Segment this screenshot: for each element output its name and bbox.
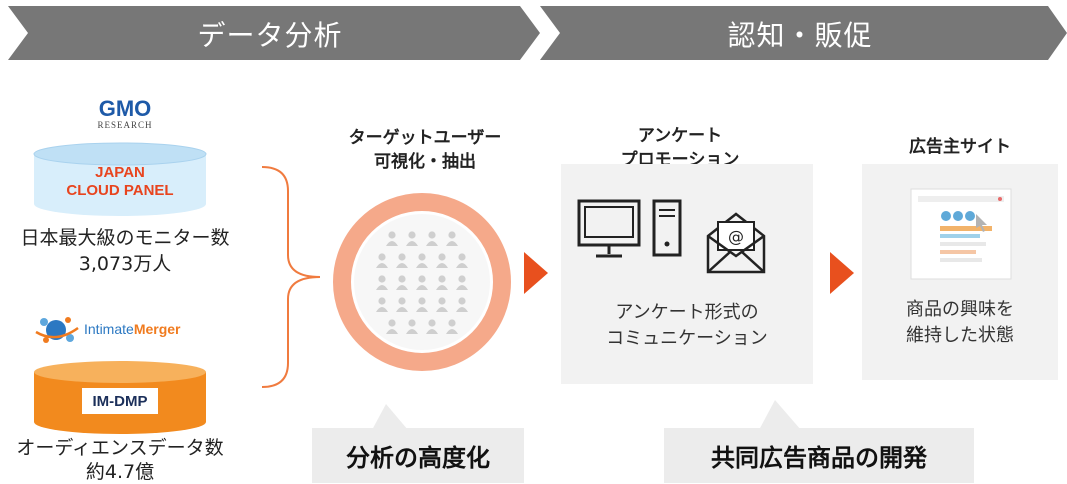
cloud-panel-label: CLOUD PANEL	[66, 182, 174, 199]
flow-arrow-1	[524, 252, 548, 294]
survey-title-line1: アンケート	[637, 126, 723, 146]
intimate-logo-text: Intimate	[84, 321, 134, 337]
curly-brace	[261, 166, 321, 388]
banner-right-label: 認知・販促	[727, 19, 873, 52]
person-icon	[426, 319, 438, 334]
person-icon	[386, 319, 398, 334]
target-step-title: ターゲットユーザー 可視化・抽出	[320, 126, 530, 174]
gmo-logo-text: GMO	[98, 96, 152, 121]
intimate-merger-mark-icon	[35, 317, 79, 343]
person-icon	[386, 231, 398, 246]
im-dmp-cylinder	[34, 361, 206, 434]
banner-left-shape	[8, 6, 540, 60]
advertiser-step-title: 広告主サイト	[909, 137, 1011, 157]
survey-body-line1: アンケート形式の	[615, 302, 759, 323]
callout-right: 共同広告商品の開発	[664, 428, 974, 483]
target-title-line2: 可視化・抽出	[374, 152, 476, 172]
person-icon	[456, 253, 468, 268]
intimate-merger-logo: IntimateMerger	[34, 310, 224, 350]
person-icon	[416, 297, 428, 312]
banner-right-shape	[540, 6, 1067, 60]
gmo-caption-line2: 3,073万人	[78, 253, 172, 275]
person-icon	[436, 275, 448, 290]
website-thumbnail-icon	[910, 188, 1012, 280]
person-icon	[396, 253, 408, 268]
im-dmp-label: IM-DMP	[92, 393, 148, 410]
gmo-research-logo: GMO RESEARCH	[70, 96, 180, 131]
person-icon	[376, 297, 388, 312]
callout-left-pointer	[372, 404, 408, 430]
computer-icon	[577, 199, 682, 258]
survey-step-body: アンケート形式の コミュニケーション	[561, 300, 813, 352]
person-icon	[396, 275, 408, 290]
survey-body-line2: コミュニケーション	[606, 328, 768, 349]
person-icon	[436, 297, 448, 312]
banner-left-label: データ分析	[197, 19, 343, 52]
person-icon	[376, 275, 388, 290]
person-icon	[406, 231, 418, 246]
person-icon	[396, 297, 408, 312]
advertiser-body-line1: 商品の興味を	[906, 299, 1014, 320]
japan-cloud-panel-label: JAPAN CLOUD PANEL	[40, 164, 200, 200]
merger-logo-text: Merger	[133, 321, 181, 337]
mail-icon: @	[706, 212, 766, 274]
gmo-caption-line1: 日本最大級のモニター数	[20, 227, 230, 249]
flow-arrow-2	[830, 252, 854, 294]
advertiser-body-line2: 維持した状態	[906, 325, 1014, 346]
person-icon	[446, 231, 458, 246]
person-icon	[436, 253, 448, 268]
gmo-logo-subtext: RESEARCH	[97, 120, 153, 130]
gmo-caption: 日本最大級のモニター数 3,073万人	[0, 225, 250, 277]
person-icon	[446, 319, 458, 334]
target-title-line1: ターゲットユーザー	[348, 128, 502, 148]
person-icon	[426, 231, 438, 246]
japan-cloud-panel-cylinder	[33, 142, 207, 216]
svg-text:@: @	[728, 227, 744, 246]
im-caption-line2: 約4.7億	[85, 461, 155, 483]
person-icon	[416, 275, 428, 290]
callout-left: 分析の高度化	[312, 428, 524, 483]
person-icon	[416, 253, 428, 268]
japan-label: JAPAN	[95, 164, 145, 181]
im-caption: オーディエンスデータ数 約4.7億	[0, 436, 240, 484]
advertiser-step-body: 商品の興味を 維持した状態	[862, 297, 1058, 349]
person-icon	[406, 319, 418, 334]
person-icon	[376, 253, 388, 268]
person-icon	[456, 297, 468, 312]
person-icon	[456, 275, 468, 290]
im-caption-line1: オーディエンスデータ数	[16, 437, 224, 459]
callout-right-pointer	[759, 400, 801, 430]
target-user-circle	[333, 193, 511, 371]
banner-shapes	[8, 6, 1067, 60]
